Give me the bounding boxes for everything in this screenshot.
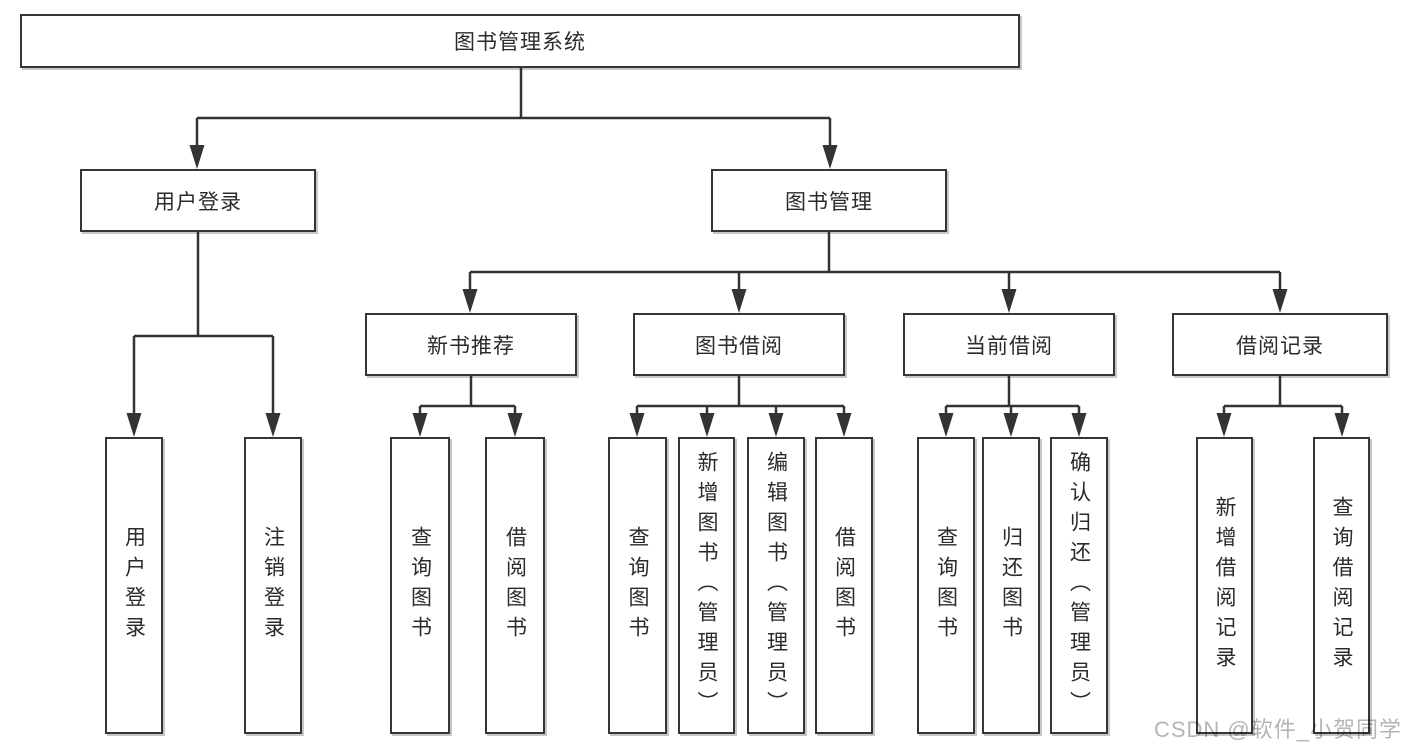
node-new-book-recommend: 新书推荐	[365, 313, 577, 376]
arrowhead-down-icon	[1003, 413, 1019, 437]
leaf-query-books-current: 查询图书	[917, 437, 975, 734]
leaf-logout: 注销登录	[244, 437, 302, 734]
connector-line	[468, 232, 1282, 291]
connector-current-borrow-to-leaves	[938, 376, 1087, 437]
leaf-borrow-books-recommend: 借阅图书	[485, 437, 545, 734]
connector-user-login-to-leaves	[126, 232, 281, 437]
node-current-borrow: 当前借阅	[903, 313, 1115, 376]
connector-borrow-records-to-leaves	[1216, 376, 1350, 437]
arrowhead-down-icon	[822, 145, 838, 169]
arrowhead-down-icon	[126, 413, 142, 437]
node-user-login: 用户登录	[80, 169, 316, 232]
watermark: CSDN @软件_小贺同学	[1153, 717, 1402, 742]
node-book-borrow: 图书借阅	[633, 313, 845, 376]
arrowhead-down-icon	[462, 289, 478, 313]
arrowhead-down-icon	[938, 413, 954, 437]
connector-line	[195, 68, 832, 147]
arrowhead-down-icon	[189, 145, 205, 169]
arrowhead-down-icon	[1071, 413, 1087, 437]
leaf-query-books-borrow: 查询图书	[608, 437, 667, 734]
leaf-add-borrow-record: 新增借阅记录	[1196, 437, 1253, 734]
leaf-edit-book-admin: 编辑图书（管理员）	[747, 437, 805, 734]
arrowhead-down-icon	[507, 413, 523, 437]
connector-line	[1222, 376, 1344, 415]
connector-new-book-to-leaves	[412, 376, 523, 437]
node-borrow-records: 借阅记录	[1172, 313, 1388, 376]
connector-line	[635, 376, 846, 415]
leaf-query-books-recommend: 查询图书	[390, 437, 450, 734]
arrowhead-down-icon	[1216, 413, 1232, 437]
arrowhead-down-icon	[629, 413, 645, 437]
arrowhead-down-icon	[731, 289, 747, 313]
arrowhead-down-icon	[1272, 289, 1288, 313]
arrowhead-down-icon	[836, 413, 852, 437]
node-book-mgmt: 图书管理	[711, 169, 947, 232]
arrowhead-down-icon	[412, 413, 428, 437]
leaf-query-borrow-record: 查询借阅记录	[1313, 437, 1370, 734]
arrowhead-down-icon	[1001, 289, 1017, 313]
leaf-confirm-return-admin: 确认归还（管理员）	[1050, 437, 1108, 734]
node-root: 图书管理系统	[20, 14, 1020, 68]
leaf-user-login: 用户登录	[105, 437, 163, 734]
connector-line	[132, 232, 275, 415]
leaf-add-book-admin: 新增图书（管理员）	[678, 437, 735, 734]
leaf-return-book: 归还图书	[982, 437, 1040, 734]
arrowhead-down-icon	[1334, 413, 1350, 437]
connector-book-mgmt-to-level3	[462, 232, 1288, 313]
arrowhead-down-icon	[265, 413, 281, 437]
connector-line	[944, 376, 1081, 415]
connector-book-borrow-to-leaves	[629, 376, 852, 437]
connector-root-to-level2	[189, 68, 838, 169]
connector-line	[418, 376, 517, 415]
leaf-borrow-books: 借阅图书	[815, 437, 873, 734]
arrowhead-down-icon	[768, 413, 784, 437]
arrowhead-down-icon	[699, 413, 715, 437]
